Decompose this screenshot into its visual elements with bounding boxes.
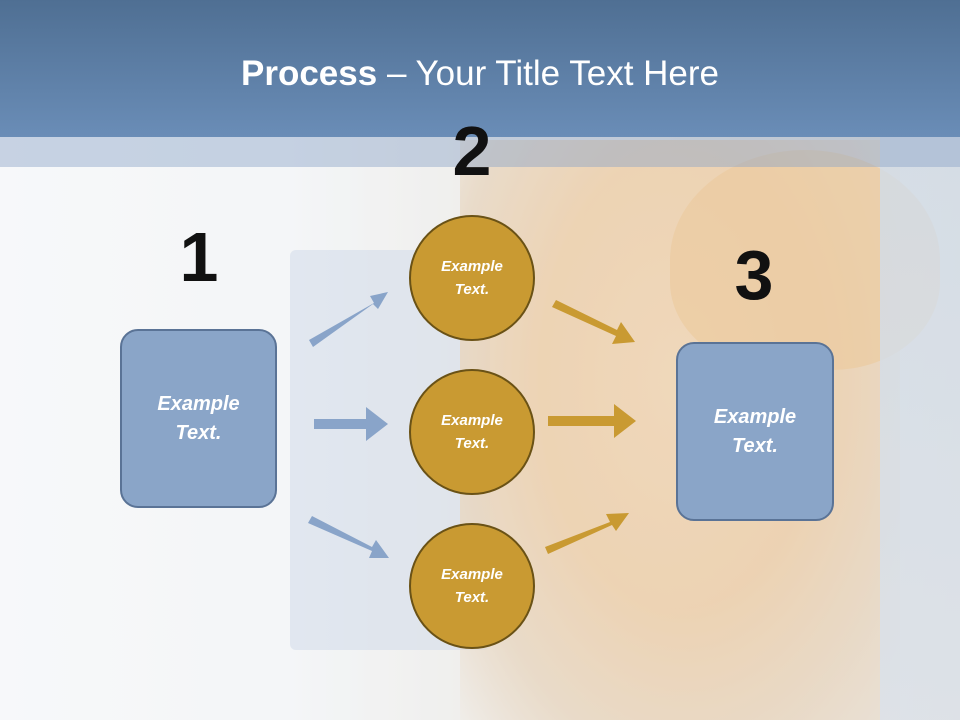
title-bar [0, 0, 960, 137]
left-box-line2: Text. [175, 421, 222, 444]
arrow-right-down [545, 513, 629, 554]
step-number-2: 2 [452, 112, 492, 190]
circle-3-line1: Example [441, 566, 503, 583]
slide-title: Process – Your Title Text Here [241, 54, 719, 93]
right-box-line2: Text. [732, 434, 778, 457]
circle-3-line2: Text. [454, 589, 490, 606]
step-number-3: 3 [734, 236, 774, 314]
circle-1-line2: Text. [454, 281, 490, 298]
left-box-line1: Example [157, 392, 240, 415]
circle-2-line1: Example [441, 412, 503, 429]
arrow-right-middle [548, 404, 636, 438]
arrow-left-up [309, 292, 388, 347]
circle-1-line1: Example [441, 258, 503, 275]
circle-2-line2: Text. [454, 435, 490, 452]
arrow-right-up [552, 300, 635, 344]
right-box-line1: Example [713, 405, 797, 428]
arrow-left-down [308, 516, 389, 558]
arrow-left-middle [314, 407, 388, 441]
step-number-1: 1 [179, 218, 219, 296]
title-bar-band [0, 137, 960, 167]
